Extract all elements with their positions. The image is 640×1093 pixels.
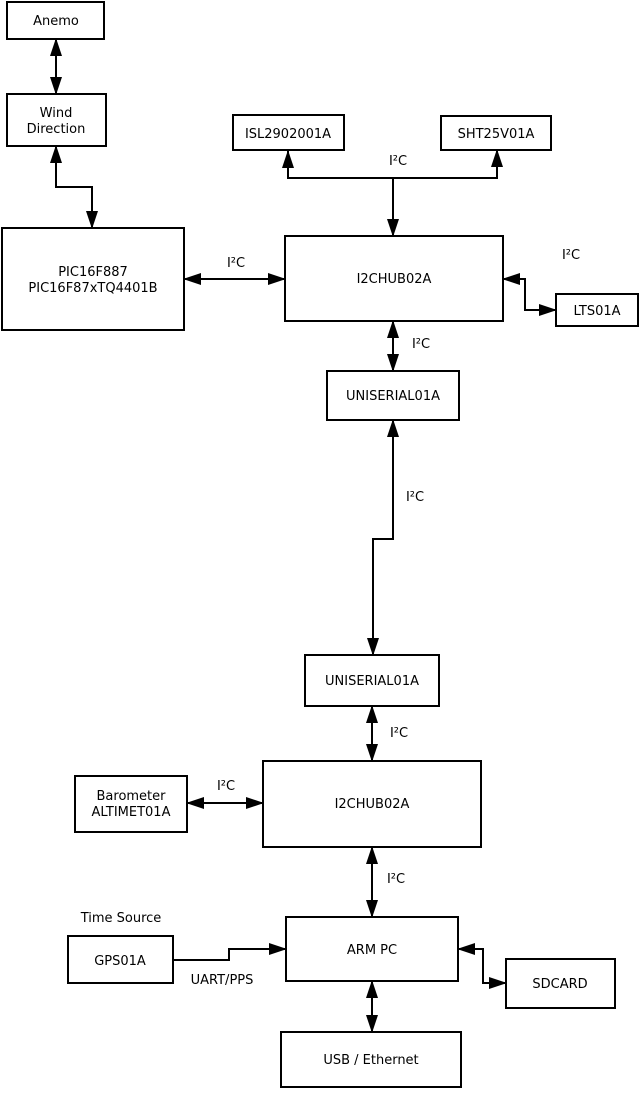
- connector-junction-isl: [282, 150, 393, 179]
- node-lts01a-label: LTS01A: [573, 304, 620, 319]
- node-sdcard: SDCARD: [505, 958, 616, 1009]
- node-sdcard-box: [505, 958, 616, 1009]
- node-lts01a: LTS01A: [555, 293, 639, 327]
- edge-label-i2c-uniserial2-hub2: I²C: [390, 726, 408, 741]
- node-anemo-label: Anemo: [33, 14, 79, 29]
- node-isl2902001a-label: ISL2902001A: [245, 127, 331, 142]
- node-i2chub02a-2-label: I2CHUB02A: [335, 797, 410, 812]
- node-wind-direction-box: [6, 93, 107, 147]
- node-uniserial01a-1-label: UNISERIAL01A: [346, 389, 440, 404]
- node-barometer: Barometer ALTIMET01A: [74, 775, 188, 833]
- node-arm-pc: ARM PC: [285, 916, 459, 982]
- node-i2chub02a-1: I2CHUB02A: [284, 235, 504, 322]
- node-pic-box: [1, 227, 185, 331]
- connector-arm-sdcard: [457, 943, 507, 989]
- node-anemo-box: [6, 1, 105, 40]
- node-pic: PIC16F887 PIC16F87xTQ4401B: [1, 227, 185, 331]
- node-barometer-label-line2: ALTIMET01A: [92, 805, 171, 820]
- node-wind-direction-label-line1: Wind: [40, 106, 73, 121]
- edge-label-i2c-hub2-arm: I²C: [387, 872, 405, 887]
- edge-label-i2c-hub1-lts: I²C: [562, 248, 580, 263]
- node-uniserial01a-2: UNISERIAL01A: [304, 654, 440, 707]
- node-arm-pc-label: ARM PC: [347, 943, 397, 958]
- node-sht25v01a-label: SHT25V01A: [458, 127, 535, 142]
- node-barometer-box: [74, 775, 188, 833]
- node-i2chub02a-2: I2CHUB02A: [262, 760, 482, 848]
- node-usb-ethernet-box: [280, 1031, 462, 1088]
- node-pic-label-line2: PIC16F87xTQ4401B: [28, 281, 157, 296]
- node-sht25v01a: SHT25V01A: [440, 115, 552, 151]
- node-isl2902001a-box: [232, 114, 345, 151]
- node-i2chub02a-1-box: [284, 235, 504, 322]
- node-isl2902001a: ISL2902001A: [232, 114, 345, 151]
- node-lts01a-box: [555, 293, 639, 327]
- edge-labels: I²C I²C I²C I²C I²C I²C I²C I²C UART/PPS…: [80, 154, 580, 988]
- edge-label-i2c-hub1-sensors: I²C: [389, 154, 407, 169]
- node-sdcard-label: SDCARD: [532, 977, 587, 992]
- connector-gps-arm: [173, 943, 287, 961]
- edge-label-i2c-barometer-hub2: I²C: [217, 779, 235, 794]
- node-anemo: Anemo: [6, 1, 105, 40]
- edge-label-i2c-uniserial-link: I²C: [406, 490, 424, 505]
- node-uniserial01a-2-label: UNISERIAL01A: [325, 674, 419, 689]
- edge-label-i2c-pic-hub1: I²C: [227, 256, 245, 271]
- node-usb-ethernet: USB / Ethernet: [280, 1031, 462, 1088]
- caption-time-source: Time Source: [80, 911, 162, 926]
- edge-label-uart-pps: UART/PPS: [191, 973, 254, 988]
- connector-hub1-lts: [502, 273, 557, 316]
- connector-uniserial1-uniserial2: [367, 419, 399, 656]
- node-gps01a-box: [67, 935, 174, 984]
- node-sht25v01a-box: [440, 115, 552, 151]
- connector-junction-sht: [393, 149, 503, 179]
- node-wind-direction: Wind Direction: [6, 93, 107, 147]
- node-usb-ethernet-label: USB / Ethernet: [323, 1053, 418, 1068]
- node-gps01a-label: GPS01A: [94, 954, 146, 969]
- node-arm-pc-box: [285, 916, 459, 982]
- node-uniserial01a-1-box: [326, 370, 460, 421]
- connectors: [50, 38, 557, 1033]
- connector-wind-pic: [50, 145, 98, 229]
- node-wind-direction-label-line2: Direction: [27, 122, 86, 137]
- node-pic-label-line1: PIC16F887: [58, 265, 128, 280]
- node-i2chub02a-2-box: [262, 760, 482, 848]
- node-uniserial01a-2-box: [304, 654, 440, 707]
- node-barometer-label-line1: Barometer: [97, 789, 167, 804]
- node-i2chub02a-1-label: I2CHUB02A: [357, 272, 432, 287]
- node-uniserial01a-1: UNISERIAL01A: [326, 370, 460, 421]
- edge-label-i2c-hub1-uniserial1: I²C: [412, 337, 430, 352]
- node-gps01a: GPS01A: [67, 935, 174, 984]
